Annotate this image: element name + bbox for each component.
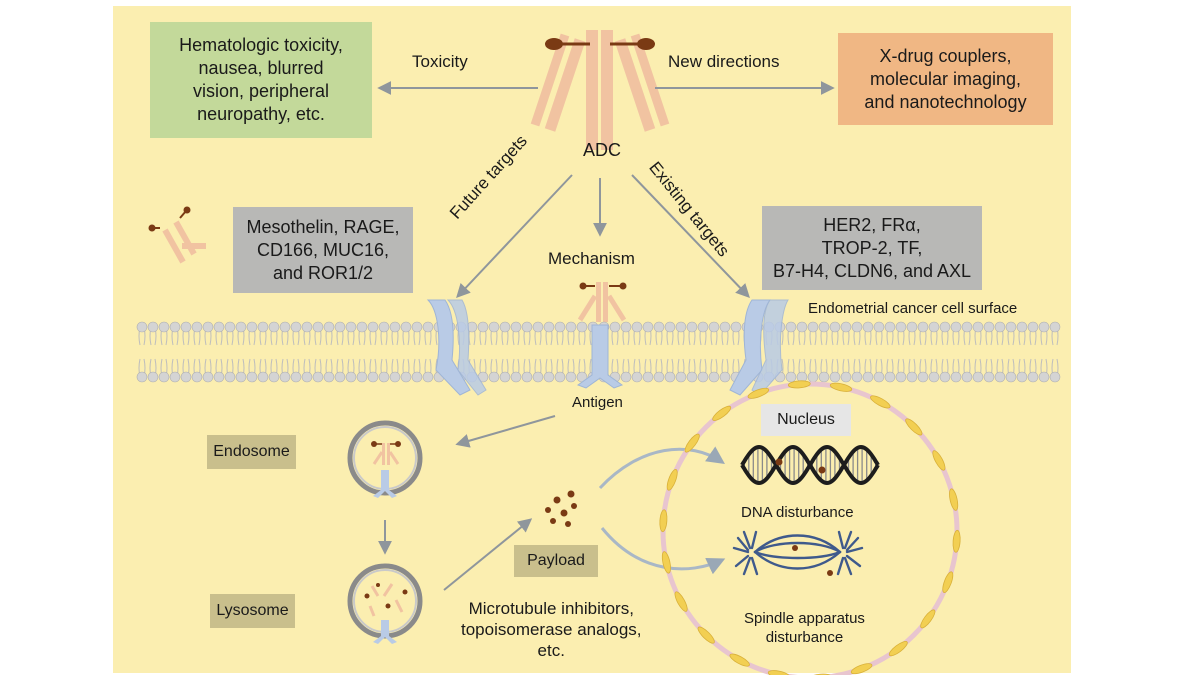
- adc-antibody-icon: [530, 30, 670, 150]
- antigen-label: Antigen: [572, 394, 623, 411]
- endosome-arrow: [455, 415, 556, 448]
- new-directions-box: X-drug couplers, molecular imaging, and …: [838, 33, 1053, 125]
- toxicity-label: Toxicity: [412, 52, 468, 71]
- cell-surface-label: Endometrial cancer cell surface: [808, 300, 1018, 317]
- payload-molecules-icon: [545, 490, 577, 527]
- spindle-disturbance-label: Spindle apparatus disturbance: [744, 610, 865, 646]
- endosome-tag: Endosome: [207, 435, 296, 469]
- antigen-left-icon: [426, 299, 487, 396]
- nucleus-icon: [659, 380, 961, 675]
- payload-description: Microtubule inhibitors, topoisomerase an…: [461, 599, 642, 660]
- nucleus-tag: Nucleus: [761, 404, 851, 436]
- adc-label: ADC: [583, 140, 622, 160]
- future-targets-box: Mesothelin, RAGE, CD166, MUC16, and ROR1…: [233, 207, 413, 293]
- future-targets-arrow: [456, 174, 573, 299]
- toxicity-box: Hematologic toxicity, nausea, blurred vi…: [150, 22, 372, 138]
- spindle-apparatus-icon: [732, 530, 864, 576]
- mechanism-label: Mechanism: [548, 249, 635, 268]
- existing-targets-arrow: [631, 174, 750, 299]
- payload-tag: Payload: [514, 545, 598, 577]
- dna-curve-arrow: [598, 446, 725, 490]
- endosome-icon: [347, 420, 423, 498]
- payload-arrow: [443, 518, 533, 591]
- antigen-right-icon: [729, 299, 789, 396]
- lysosome-icon: [347, 563, 423, 644]
- existing-targets-box: HER2, FRα, TROP-2, TF, B7-H4, CLDN6, and…: [762, 206, 982, 290]
- new-directions-label: New directions: [668, 52, 780, 71]
- dna-disturbance-label: DNA disturbance: [741, 504, 854, 521]
- small-antibody-icon: [148, 206, 206, 264]
- mechanism-antibody-icon: [577, 282, 627, 322]
- lysosome-tag: Lysosome: [210, 594, 295, 628]
- antigen-center-icon: [576, 324, 624, 389]
- dna-helix-icon: [740, 444, 880, 486]
